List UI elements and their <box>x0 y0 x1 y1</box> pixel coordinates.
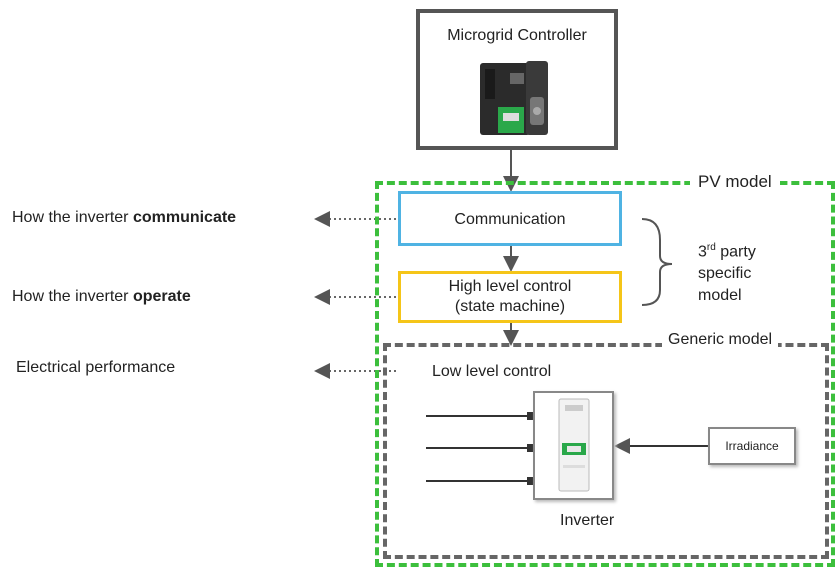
communication-label: Communication <box>454 211 566 228</box>
third-party-brace <box>641 218 673 306</box>
input-terminal-2 <box>527 444 534 452</box>
irradiance-label: Irradiance <box>725 439 779 453</box>
pv-model-label: PV model <box>690 172 780 192</box>
inverter-device-icon <box>558 398 590 492</box>
operate-prefix: How the inverter <box>12 288 133 305</box>
input-terminal-1 <box>527 412 534 420</box>
pv-model-boundary <box>375 181 835 567</box>
inverter-label: Inverter <box>560 512 615 529</box>
low-level-control-label: Low level control <box>432 363 552 380</box>
electrical-side-label: Electrical performance <box>16 359 176 376</box>
third-party-line3: model <box>698 287 742 305</box>
generic-model-label: Generic model <box>662 331 779 349</box>
third-party-label: 3rd party specific model <box>698 237 756 307</box>
input-terminal-3 <box>527 477 534 485</box>
high-level-line2: (state machine) <box>454 298 566 315</box>
communicate-side-label: How the inverter communicate <box>12 209 236 227</box>
high-level-line1: High level control <box>448 278 572 295</box>
generic-model-boundary <box>383 343 829 559</box>
controller-title: Microgrid Controller <box>447 27 587 44</box>
irradiance-box: Irradiance <box>708 427 796 465</box>
microgrid-controller-box: Microgrid Controller <box>416 9 618 150</box>
third-party-sup: rd <box>706 242 716 253</box>
high-level-control-box: High level control (state machine) <box>398 271 622 323</box>
communicate-bold: communicate <box>132 209 237 226</box>
operate-side-label: How the inverter operate <box>12 288 191 306</box>
communicate-prefix: How the inverter <box>12 209 133 226</box>
communication-box: Communication <box>398 191 622 246</box>
operate-bold: operate <box>132 288 191 305</box>
controller-device-icon <box>480 61 548 135</box>
high-level-control-label: High level control (state machine) <box>401 277 619 317</box>
third-party-rest: party <box>715 243 756 261</box>
inverter-box <box>533 391 614 500</box>
third-party-line2: specific <box>698 265 752 283</box>
third-party-num: 3 <box>698 243 707 261</box>
